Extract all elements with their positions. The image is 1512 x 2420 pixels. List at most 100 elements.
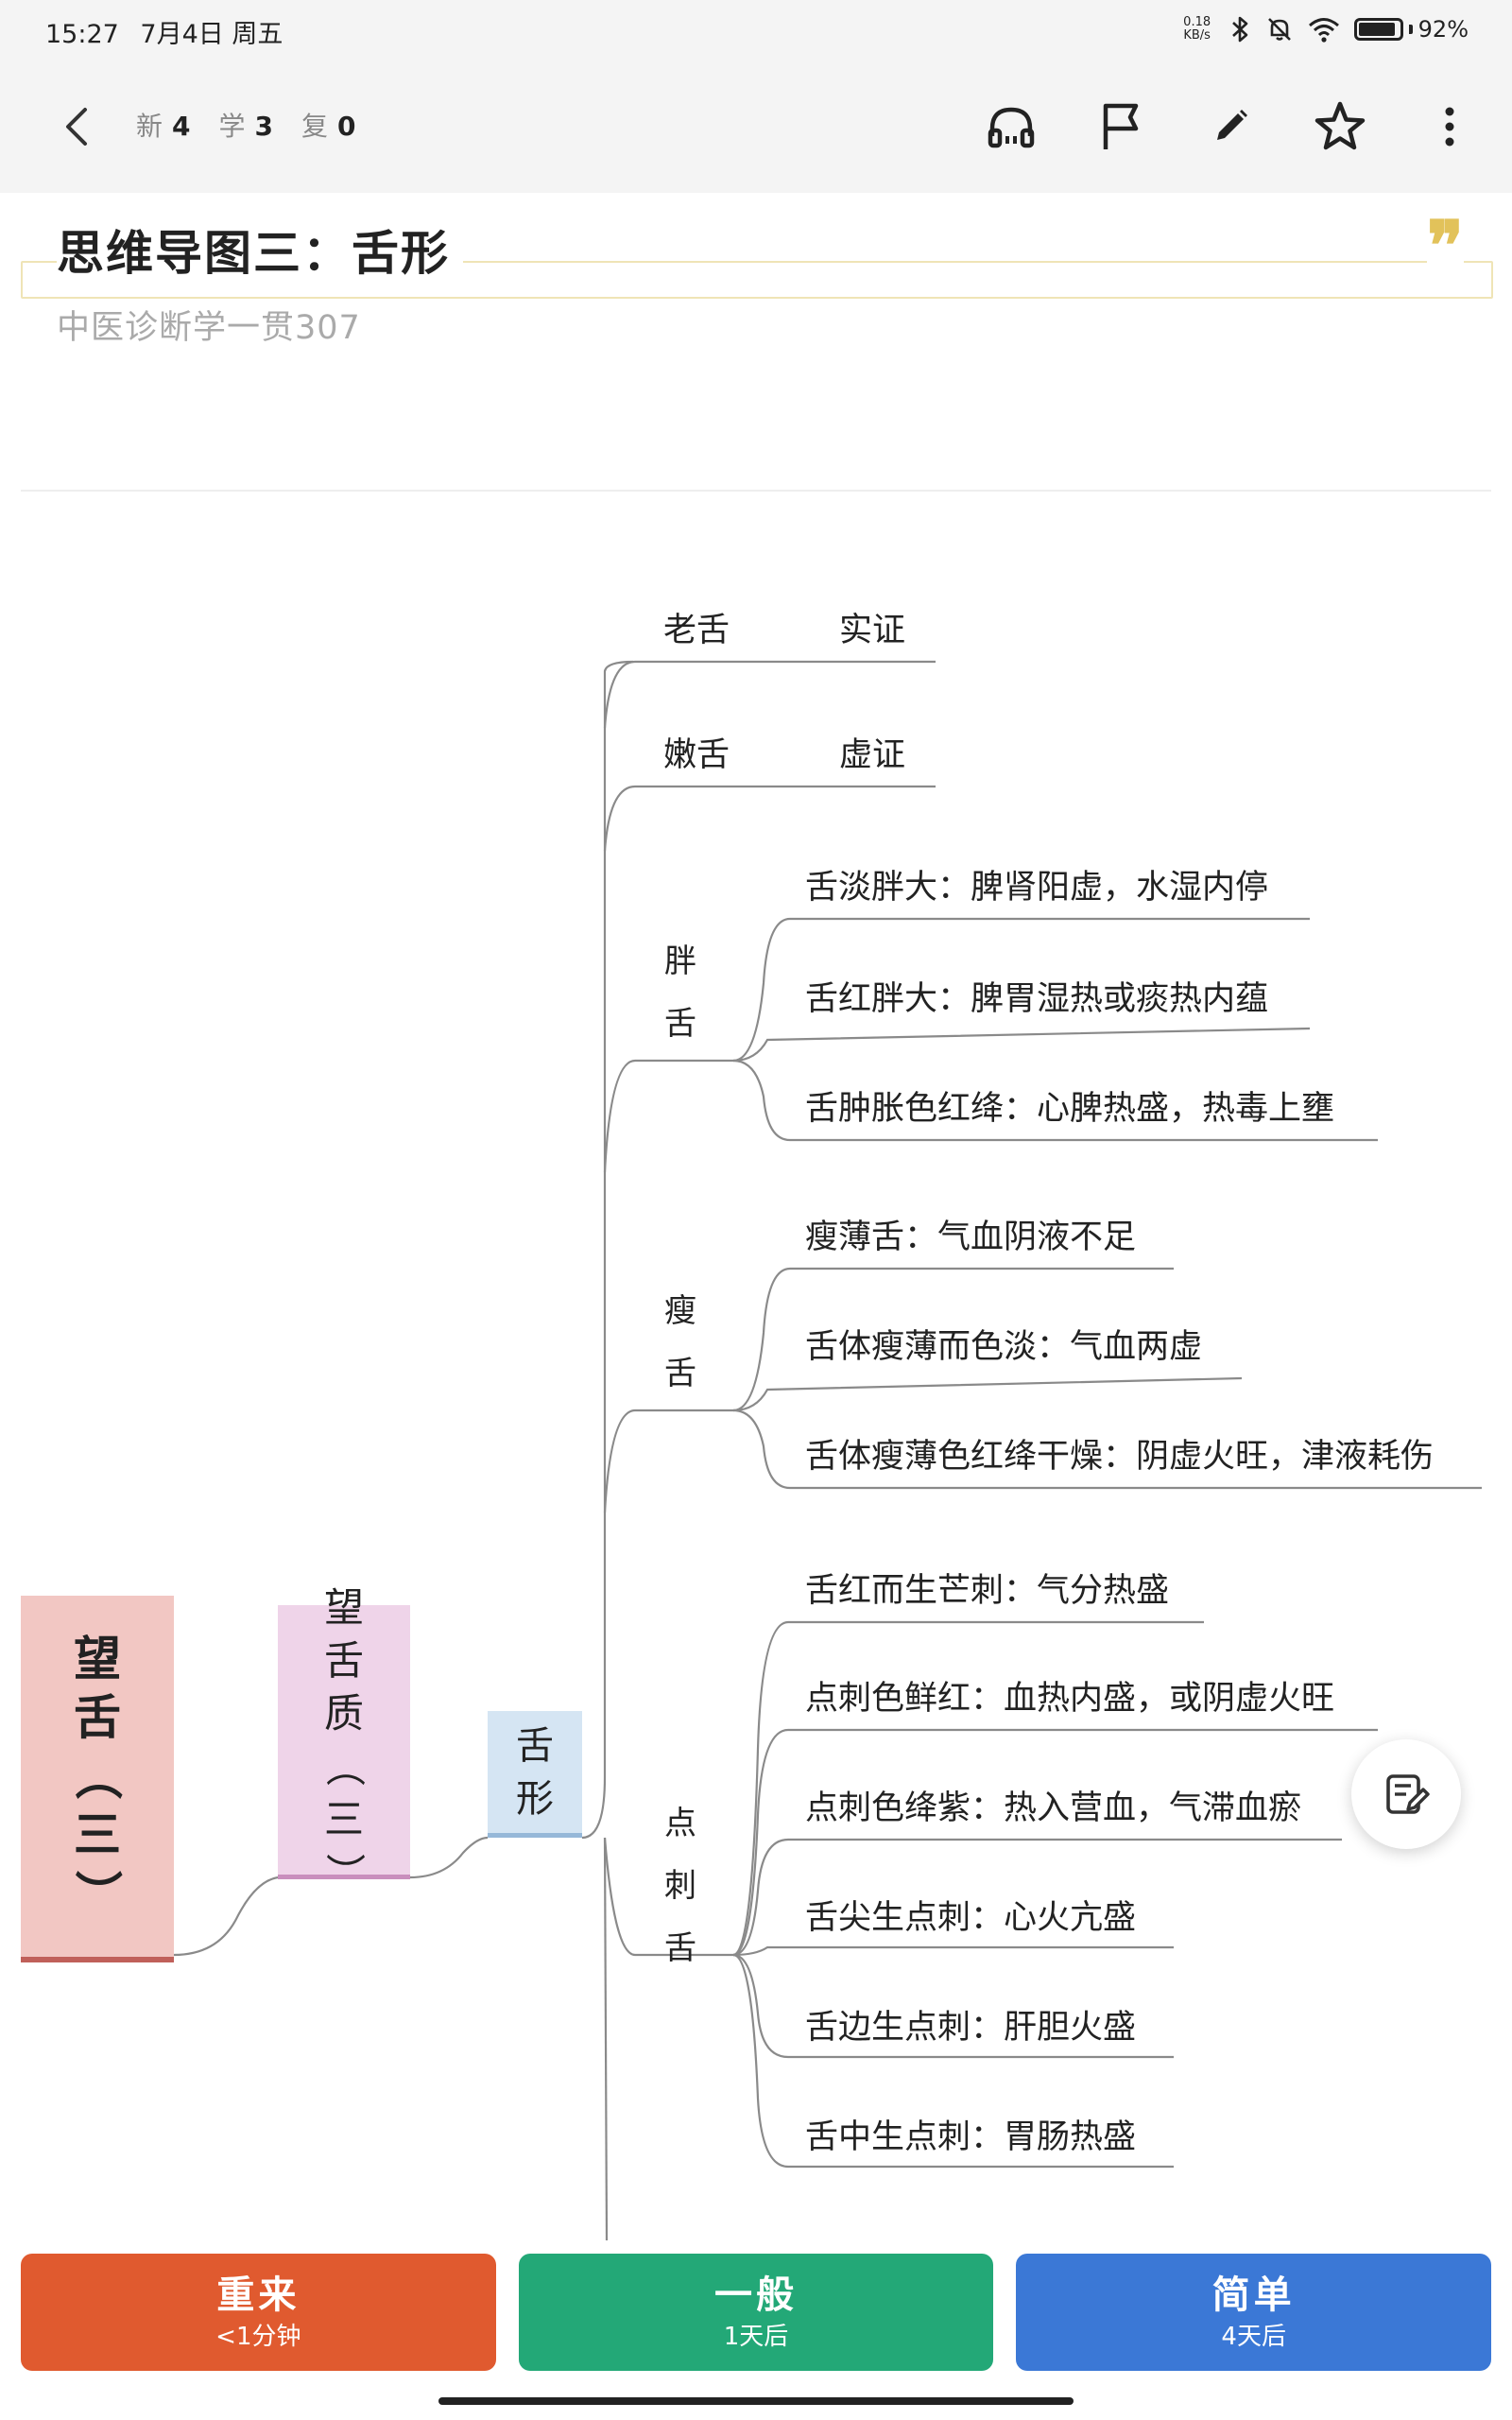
connector-thin-3 — [732, 1409, 1482, 1490]
fat-item: 舌淡胖大：脾肾阳虚，水湿内停 — [805, 869, 1269, 907]
easy-button[interactable]: 简单 4天后 — [1016, 2254, 1492, 2371]
battery-indicator: 92% — [1353, 16, 1469, 43]
more-vertical-icon — [1445, 107, 1454, 147]
level1-char: 望 — [323, 1583, 364, 1631]
thin-item: 瘦薄舌：气血阴液不足 — [805, 1219, 1137, 1256]
fat-label-char: 舌 — [664, 1005, 696, 1043]
prick-item: 舌边生点刺：肝胆火盛 — [805, 2009, 1137, 2047]
root-char: （ — [70, 1753, 125, 1800]
branch-tender-result: 虚证 — [839, 736, 906, 774]
prick-label-char: 舌 — [664, 1929, 696, 1967]
prick-item: 点刺色绛紫：热入营血，气滞血瘀 — [805, 1789, 1302, 1827]
connector-prick-6 — [732, 1953, 1174, 2169]
bluetooth-icon — [1231, 16, 1247, 43]
connector-thin — [603, 1409, 733, 1513]
edit-note-icon — [1386, 1774, 1430, 1814]
thin-label-char: 瘦 — [664, 1292, 696, 1330]
easy-label: 简单 — [1211, 2273, 1296, 2317]
learn-label: 学 — [218, 111, 246, 142]
favorite-button[interactable] — [1306, 93, 1374, 161]
review-label: 复 — [301, 111, 329, 142]
branch-thin-label: 瘦 舌 — [652, 1280, 709, 1405]
new-label: 新 — [136, 111, 163, 142]
edit-button[interactable] — [1196, 93, 1264, 161]
edit-note-button[interactable] — [1351, 1739, 1461, 1849]
battery-icon — [1353, 18, 1403, 41]
easy-interval: 4天后 — [1221, 2323, 1286, 2351]
connector-fat-3 — [732, 1059, 1378, 1142]
app-bar: 新 4 学 3 复 0 — [0, 59, 1512, 193]
net-speed-value: 0.18 — [1183, 15, 1211, 29]
branch-old-label: 老舌 — [663, 612, 730, 649]
level1-char: ） — [320, 1852, 368, 1893]
root-char: 舌 — [74, 1690, 121, 1745]
new-count: 4 — [172, 111, 191, 142]
fat-item: 舌肿胀色红绛：心脾热盛，热毒上壅 — [805, 1090, 1335, 1128]
again-interval: <1分钟 — [215, 2323, 301, 2351]
card-title: 思维导图三：舌形 — [57, 216, 463, 284]
back-icon — [66, 108, 87, 146]
thin-item: 舌体瘦薄而色淡：气血两虚 — [805, 1328, 1203, 1366]
connector-fat — [603, 1059, 733, 1173]
connector-prick-1 — [732, 1620, 1204, 1957]
connector-tender — [603, 785, 936, 852]
title-frame — [21, 261, 1493, 299]
status-time: 15:27 7月4日 周五 — [45, 13, 283, 50]
prick-item: 舌中生点刺：胃肠热盛 — [805, 2118, 1137, 2156]
mindmap-root-node: 望 舌 （ 三 ） — [21, 1596, 174, 1962]
status-bar: 15:27 7月4日 周五 0.18 KB/s 92% — [0, 0, 1512, 59]
level1-char: 三 — [323, 1795, 364, 1842]
mind-map-connectors — [173, 660, 1482, 2240]
connector-fat-2 — [732, 1027, 1311, 1063]
connector-prick-4 — [732, 1945, 1174, 1957]
connector-thin-2 — [732, 1376, 1243, 1412]
branch-fat-label: 胖 舌 — [652, 930, 709, 1055]
star-icon — [1314, 101, 1366, 150]
connector-prick-2 — [732, 1728, 1378, 1957]
level1-char: 舌 — [323, 1636, 364, 1684]
branch-tender-label: 嫩舌 — [663, 736, 730, 774]
flag-button[interactable] — [1087, 93, 1155, 161]
wifi-icon — [1308, 18, 1339, 43]
review-count: 0 — [337, 111, 356, 142]
thin-item: 舌体瘦薄色红绛干燥：阴虚火旺，津液耗伤 — [805, 1438, 1435, 1476]
battery-tip — [1408, 25, 1413, 34]
battery-fill — [1358, 23, 1396, 36]
connector-fat-1 — [732, 917, 1310, 1063]
learn-count: 3 — [254, 111, 273, 142]
again-label: 重来 — [216, 2273, 301, 2317]
fat-item: 舌红胖大：脾胃湿热或痰热内蕴 — [805, 980, 1269, 1018]
connector-prick — [603, 1837, 733, 1957]
again-button[interactable]: 重来 <1分钟 — [21, 2254, 496, 2371]
bell-off-icon — [1267, 18, 1291, 41]
quote-icon: ❞ — [1427, 205, 1464, 285]
root-char: 望 — [74, 1632, 121, 1686]
connector-old — [603, 660, 936, 729]
prick-label-char: 刺 — [664, 1867, 696, 1905]
more-button[interactable] — [1416, 93, 1484, 161]
good-button[interactable]: 一般 1天后 — [518, 2254, 994, 2371]
home-indicator[interactable] — [438, 2397, 1074, 2405]
level1-char: 质 — [323, 1689, 364, 1737]
audio-button[interactable] — [977, 93, 1045, 161]
prick-item: 点刺色鲜红：血热内盛，或阴虚火旺 — [805, 1680, 1335, 1718]
battery-percent: 92% — [1418, 16, 1469, 43]
connector-thin-1 — [732, 1267, 1174, 1412]
connector-l2-trunk — [581, 660, 634, 1840]
net-speed: 0.18 KB/s — [1180, 16, 1214, 43]
header-divider — [21, 490, 1491, 492]
connector-root-l1 — [173, 1876, 279, 1957]
mindmap-level2-node: 舌 形 — [488, 1711, 582, 1838]
flag-icon — [1103, 103, 1139, 149]
mind-map: 望 舌 （ 三 ） 望 舌 质 （ 三 ） 舌 形 老舌 实证 嫩舌 虚证 胖 … — [0, 492, 1512, 2240]
fat-label-char: 胖 — [664, 942, 696, 980]
branch-prick-label: 点 刺 舌 — [652, 1792, 709, 1979]
good-interval: 1天后 — [723, 2323, 789, 2351]
connector-prick-5 — [732, 1953, 1174, 2059]
thin-label-char: 舌 — [664, 1355, 696, 1392]
back-button[interactable] — [49, 98, 106, 155]
pencil-icon — [1217, 110, 1247, 140]
connector-prick-3 — [732, 1838, 1342, 1957]
level2-char: 形 — [516, 1776, 554, 1821]
answer-buttons: 重来 <1分钟 一般 1天后 简单 4天后 — [21, 2254, 1492, 2371]
